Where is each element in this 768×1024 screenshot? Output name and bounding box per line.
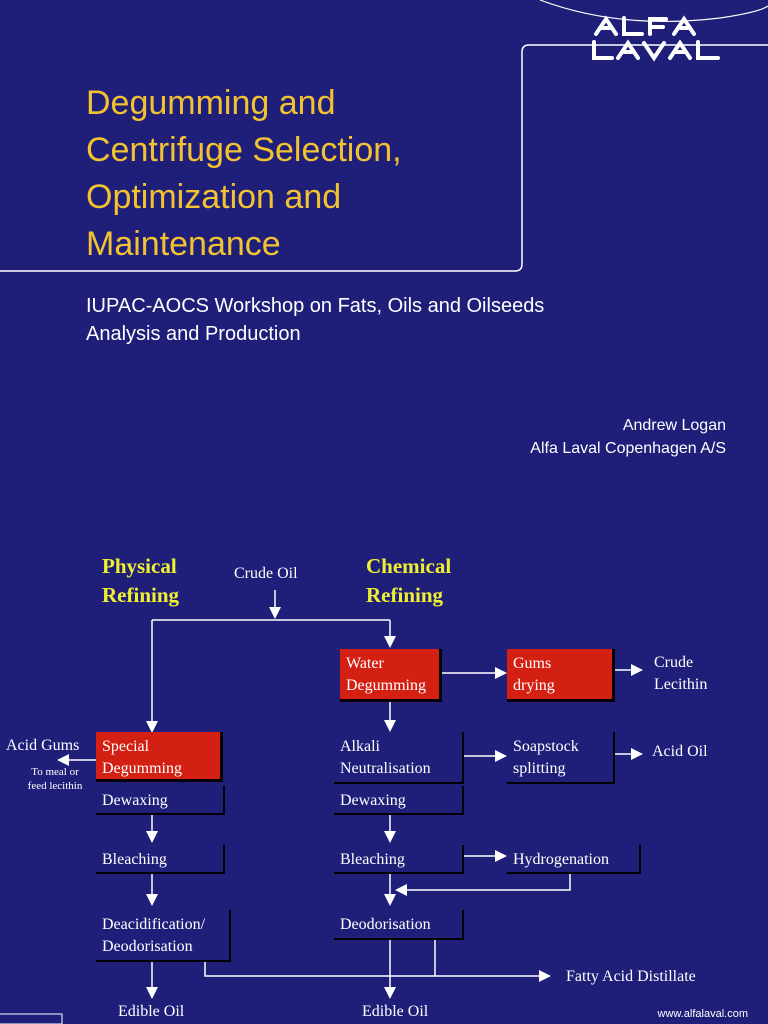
title-line: Centrifuge Selection,: [86, 131, 402, 169]
box-line: Degumming: [102, 760, 182, 777]
title-line: Maintenance: [86, 225, 281, 263]
slide-subtitle: IUPAC-AOCS Workshop on Fats, Oils and Oi…: [86, 292, 686, 348]
crude-oil-label: Crude Oil: [234, 565, 298, 582]
note-line: To meal or: [31, 766, 79, 778]
bleaching-left-box: Bleaching: [96, 845, 225, 874]
gums-drying-box: Gums drying: [507, 649, 615, 702]
water-degumming-box: Water Degumming: [340, 649, 442, 702]
dewaxing-left-box: Dewaxing: [96, 786, 225, 815]
note-line: feed lecithin: [27, 780, 83, 792]
bleaching-right-box: Bleaching: [334, 845, 464, 874]
crude-lecithin-label: Crude Lecithin: [654, 652, 707, 696]
frame-line: [0, 44, 768, 272]
deacidification-box: Deacidification/ Deodorisation: [96, 910, 231, 962]
alfa-laval-logo: [586, 14, 726, 62]
title-line: Optimization and: [86, 178, 342, 216]
subtitle-line: IUPAC-AOCS Workshop on Fats, Oils and Oi…: [86, 295, 545, 317]
fatty-acid-distillate-label: Fatty Acid Distillate: [566, 968, 696, 985]
author-block: Andrew Logan Alfa Laval Copenhagen A/S: [530, 414, 726, 460]
box-line: drying: [513, 677, 555, 694]
dewaxing-right-box: Dewaxing: [334, 786, 464, 815]
slide-title: Degumming and Centrifuge Selection, Opti…: [86, 80, 526, 268]
subtitle-line: Analysis and Production: [86, 323, 301, 345]
soapstock-splitting-box: Soapstock splitting: [507, 732, 615, 784]
acid-gums-note: To meal or feed lecithin: [12, 765, 98, 793]
title-line: Degumming and: [86, 84, 336, 122]
acid-gums-label: Acid Gums: [6, 737, 80, 754]
chemical-refining-heading: Chemical Refining: [366, 552, 451, 610]
special-degumming-box: Special Degumming: [96, 732, 223, 782]
corner-line: [0, 1013, 63, 1024]
heading-line: Physical: [102, 554, 177, 578]
heading-line: Refining: [102, 583, 180, 607]
label-line: Crude: [654, 654, 694, 671]
box-line: Special: [102, 738, 150, 755]
label-line: Lecithin: [654, 676, 708, 693]
author-company: Alfa Laval Copenhagen A/S: [530, 440, 726, 457]
physical-refining-heading: Physical Refining: [102, 552, 179, 610]
arrow-hydro-return: [395, 874, 571, 896]
heading-line: Refining: [366, 583, 444, 607]
deodorisation-box: Deodorisation: [334, 910, 464, 940]
box-line: Deodorisation: [102, 938, 193, 955]
arrow-to-fad: [204, 962, 551, 982]
box-line: Deacidification/: [102, 916, 206, 933]
box-line: Neutralisation: [340, 760, 431, 777]
hydrogenation-box: Hydrogenation: [507, 845, 641, 874]
alkali-neutralisation-box: Alkali Neutralisation: [334, 732, 464, 784]
arc-decoration: [539, 0, 768, 23]
box-line: Degumming: [346, 677, 426, 694]
box-line: splitting: [513, 760, 566, 777]
edible-oil-right-label: Edible Oil: [362, 1003, 429, 1020]
edible-oil-left-label: Edible Oil: [118, 1003, 185, 1020]
box-line: Water: [346, 655, 384, 672]
acid-oil-label: Acid Oil: [652, 743, 708, 760]
heading-line: Chemical: [366, 554, 452, 578]
box-line: Soapstock: [513, 738, 579, 755]
box-line: Gums: [513, 655, 552, 672]
box-line: Alkali: [340, 738, 380, 755]
author-name: Andrew Logan: [622, 417, 726, 434]
website-url[interactable]: www.alfalaval.com: [657, 1008, 748, 1020]
